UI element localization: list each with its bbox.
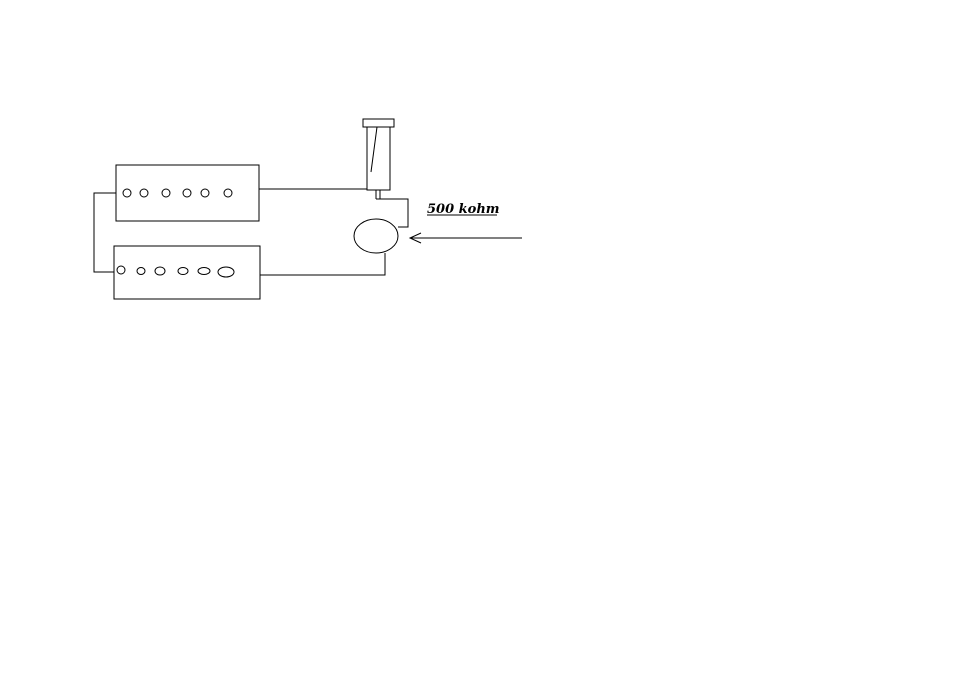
pole-piece xyxy=(139,188,149,198)
pickup-link-wire xyxy=(93,192,116,273)
jack-contact xyxy=(370,126,378,173)
pole-piece xyxy=(200,188,210,198)
bridge-pickup-pole-pieces xyxy=(116,265,235,278)
neck-pickup-pole-pieces xyxy=(122,188,233,198)
pot-value-label: 500 kohm xyxy=(427,202,500,217)
pole-piece xyxy=(177,267,189,275)
pole-piece xyxy=(217,266,235,278)
pole-piece xyxy=(197,267,211,275)
jack-cap xyxy=(362,118,395,128)
jack-barrel xyxy=(366,126,391,191)
neck-pickup xyxy=(115,164,260,222)
potentiometer xyxy=(353,218,399,254)
output-jack xyxy=(362,118,395,199)
pole-piece xyxy=(136,267,146,275)
pole-piece xyxy=(223,188,233,198)
pole-piece xyxy=(154,266,166,276)
pole-piece xyxy=(161,188,171,198)
jack-to-pot-wire xyxy=(376,198,409,228)
pole-piece xyxy=(116,265,126,275)
bridge-pickup-body xyxy=(113,245,261,300)
pot-to-bridge-wire xyxy=(260,253,386,276)
bridge-pickup xyxy=(113,245,261,300)
pot-arrow xyxy=(408,232,522,244)
neck-pickup-body xyxy=(115,164,260,222)
pole-piece xyxy=(182,188,192,198)
pole-piece xyxy=(122,188,132,198)
arrow-head xyxy=(408,232,422,244)
